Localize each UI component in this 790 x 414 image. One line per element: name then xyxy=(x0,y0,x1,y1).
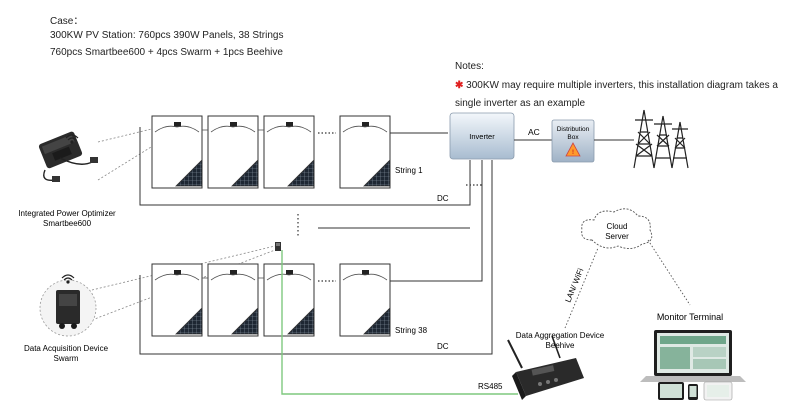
beehive-label-2: Beehive xyxy=(546,341,575,350)
string-38-dc-wire xyxy=(139,160,493,355)
notes-line-1-text: 300KW may require multiple inverters, th… xyxy=(466,80,778,91)
wifi-icon xyxy=(61,274,75,284)
panel xyxy=(263,263,315,337)
warning-asterisk-icon: ✱ xyxy=(455,80,464,91)
power-tower-icon xyxy=(633,109,689,169)
lan-wifi-label: LAN/ WiFi xyxy=(564,267,586,304)
string-1-dc-wire xyxy=(139,127,471,206)
swarm-label-2: Swarm xyxy=(54,354,79,363)
cloud-server-label-1: Cloud xyxy=(607,222,628,231)
beehive-device-image xyxy=(507,335,584,400)
string-1-panels xyxy=(151,115,391,189)
optimizer-icon xyxy=(362,122,369,127)
optimizer-icon xyxy=(174,122,181,127)
notes-line-1: ✱ 300KW may require multiple inverters, … xyxy=(455,80,778,91)
case-title: Case： xyxy=(50,16,84,27)
case-line-2: 760pcs Smartbee600 + 4pcs Swarm + 1pcs B… xyxy=(50,47,283,58)
panel xyxy=(207,263,259,337)
optimizer-icon xyxy=(286,270,293,275)
rs485-label: RS485 xyxy=(478,382,503,391)
inverter: Inverter xyxy=(449,112,515,160)
optimizer-label-2: Smartbee600 xyxy=(43,219,92,228)
panel xyxy=(207,115,259,189)
swarm-node-icon xyxy=(275,242,281,251)
case-line-1: 300KW PV Station: 760pcs 390W Panels, 38… xyxy=(50,30,284,41)
dc-label-2: DC xyxy=(437,342,449,351)
panel xyxy=(151,263,203,337)
string-38-panels xyxy=(151,263,391,337)
optimizer-icon xyxy=(286,122,293,127)
optimizer-icon xyxy=(174,270,181,275)
string-38-label: String 38 xyxy=(395,326,428,335)
warning-triangle-icon xyxy=(565,142,581,157)
inverter-label: Inverter xyxy=(469,132,495,141)
panel xyxy=(151,115,203,189)
distribution-box: Distribution Box ! xyxy=(551,119,595,163)
distribution-box-label-1: Distribution xyxy=(557,126,590,133)
string-1-label: String 1 xyxy=(395,166,423,175)
cloud-monitor-link xyxy=(647,239,691,306)
notes-title: Notes: xyxy=(455,61,484,72)
monitor-terminal-image xyxy=(640,330,746,401)
cloud-icon xyxy=(581,208,653,249)
swarm-device-image xyxy=(39,274,97,337)
panel xyxy=(263,115,315,189)
distribution-box-label-2: Box xyxy=(567,134,579,141)
optimizer-label-1: Integrated Power Optimizer xyxy=(18,209,116,218)
swarm-label-1: Data Acquisition Device xyxy=(24,344,109,353)
rs485-wire xyxy=(281,250,518,395)
optimizer-device-image xyxy=(38,131,98,182)
panel xyxy=(339,115,391,189)
beehive-label-1: Data Aggregation Device xyxy=(516,331,605,340)
optimizer-icon xyxy=(362,270,369,275)
monitor-terminal-label: Monitor Terminal xyxy=(657,312,723,322)
panel xyxy=(339,263,391,337)
cloud-server-label-2: Server xyxy=(605,232,629,241)
dc-label-1: DC xyxy=(437,194,449,203)
optimizer-icon xyxy=(230,270,237,275)
notes-line-2: single inverter as an example xyxy=(455,98,586,109)
string-38-to-inverter-wire xyxy=(390,160,483,282)
wifi-icon xyxy=(65,134,79,144)
ac-label: AC xyxy=(528,127,540,137)
optimizer-icon xyxy=(230,122,237,127)
lan-wifi-link xyxy=(564,247,599,329)
svg-text:!: ! xyxy=(572,150,574,156)
